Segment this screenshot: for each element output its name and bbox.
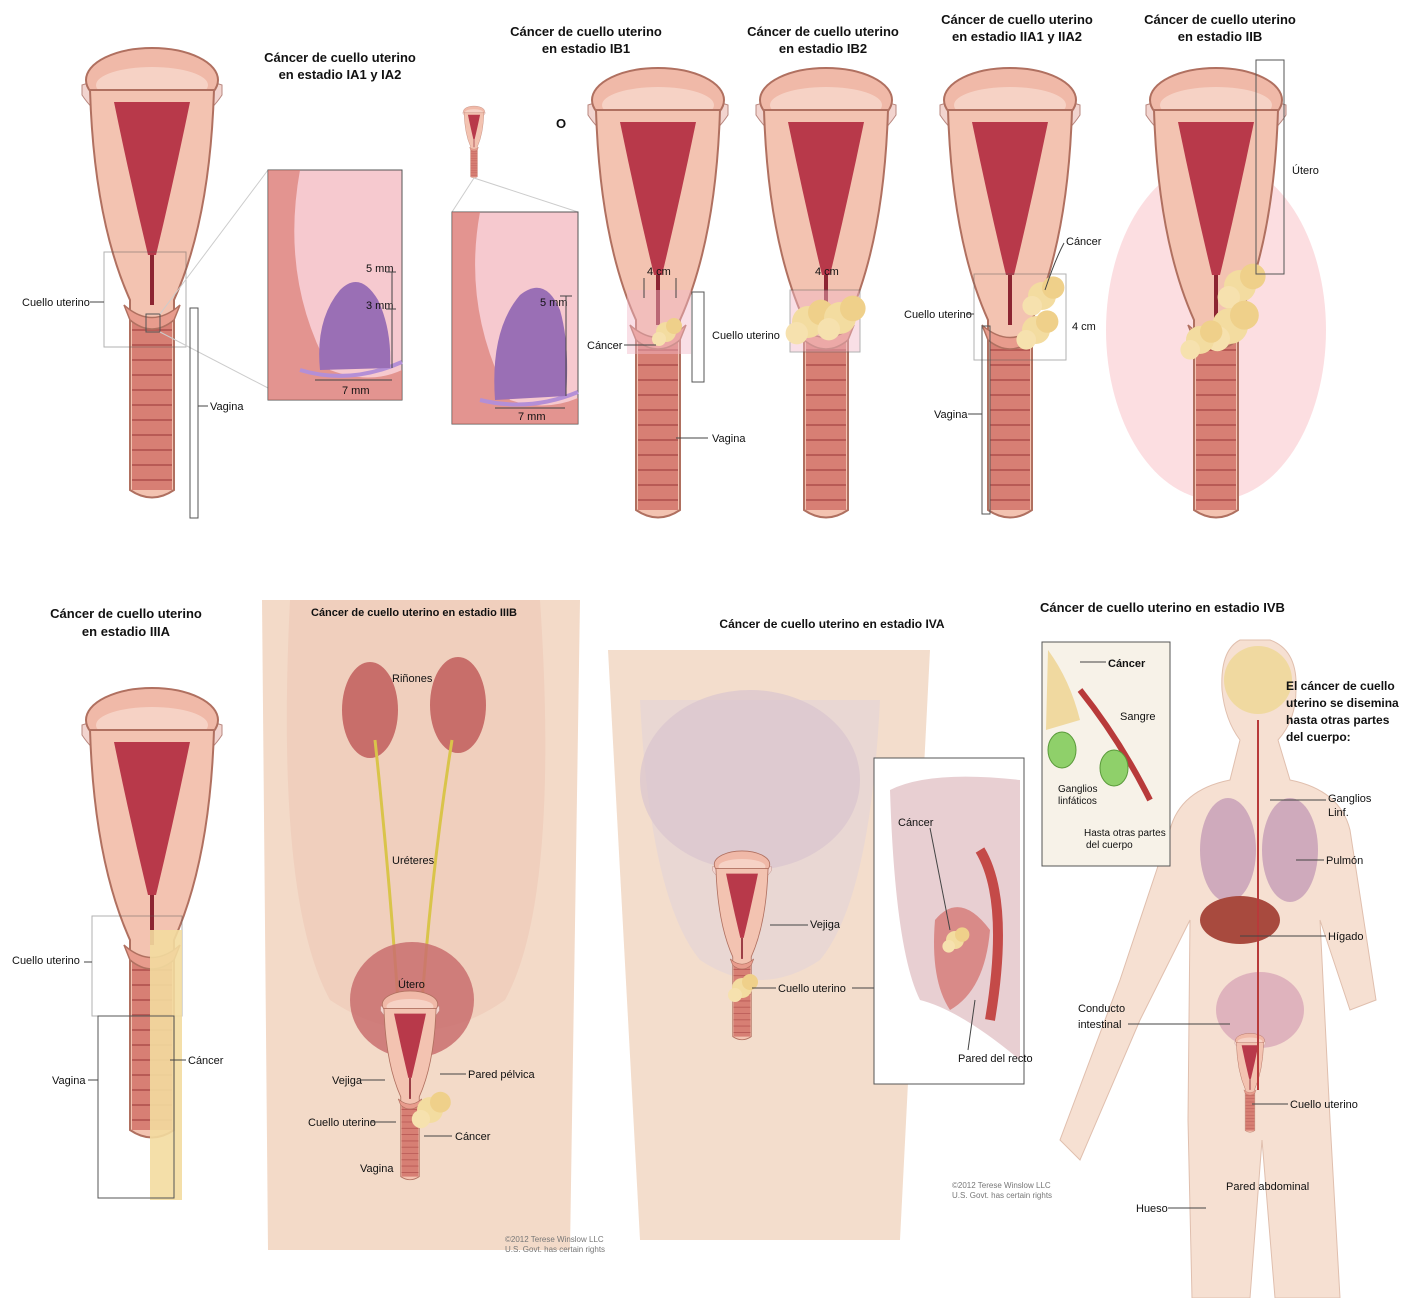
iiib-cervix-label: Cuello uterino: [308, 1117, 376, 1129]
dim-7mm: 7 mm: [342, 385, 370, 397]
title-iib-line1: Cáncer de cuello uterino: [1144, 12, 1296, 27]
ib1-cervix-label: Cuello uterino: [712, 330, 780, 342]
title-iia-line2: en estadio IIA1 y IIA2: [952, 29, 1082, 44]
small-uterus-icon: [463, 106, 485, 178]
title-iiia-line2: en estadio IIIA: [82, 624, 171, 639]
iiia-vagina-label: Vagina: [52, 1075, 86, 1087]
ivb-spread-line1: El cáncer de cuello: [1286, 679, 1395, 693]
ivb-to-other-line2: del cuerpo: [1086, 840, 1133, 851]
ivb-to-other-line1: Hasta otras partes: [1084, 828, 1166, 839]
iiib-pelvic-wall-label: Pared pélvica: [468, 1069, 536, 1081]
panel-stage-iia: Cáncer de cuello uterino en estadio IIA1…: [904, 12, 1102, 518]
ivb-ganglios-line2: Linf.: [1328, 807, 1349, 819]
iiia-cervix-label: Cuello uterino: [12, 955, 80, 967]
ivb-spread-line2: uterino se disemina: [1286, 696, 1399, 710]
right-kidney-shape: [430, 657, 486, 753]
iia-cervix-label: Cuello uterino: [904, 309, 972, 321]
ivb-spread-line4: del cuerpo:: [1286, 730, 1351, 744]
dim-3mm: 3 mm: [366, 300, 394, 312]
panel-stage-iiia: Cáncer de cuello uterino en estadio IIIA…: [12, 606, 224, 1200]
title-iib-line2: en estadio IIB: [1178, 29, 1263, 44]
panel-stage-ia2-inset: 5 mm 7 mm O: [452, 106, 578, 424]
iiib-copyright-1: ©2012 Terese Winslow LLC: [505, 1235, 604, 1244]
title-ib2-line2: en estadio IB2: [779, 41, 867, 56]
panel-stage-ivb: Cáncer de cuello uterino en estadio IVB …: [1040, 600, 1399, 1298]
panel-stage-iva: Cáncer de cuello uterino en estadio IVA …: [608, 617, 1052, 1240]
iia-size-label: 4 cm: [1072, 321, 1096, 333]
iia-cancer-label: Cáncer: [1066, 236, 1102, 248]
ivb-intestine-line1: Conducto: [1078, 1003, 1125, 1015]
ib2-size-label: 4 cm: [815, 266, 839, 278]
ivb-spread-line3: hasta otras partes: [1286, 713, 1390, 727]
panel-stage-ia: Cuello uterino Vagina Cáncer de cuello u…: [22, 48, 416, 518]
dim2-5mm: 5 mm: [540, 297, 568, 309]
iiib-uterus-label: Útero: [398, 978, 425, 991]
iva-copyright-1: ©2012 Terese Winslow LLC: [952, 1181, 1051, 1190]
zoom-inset-ia1: 5 mm 3 mm 7 mm: [268, 170, 402, 400]
ivb-liver-label: Hígado: [1328, 931, 1363, 943]
iva-bladder-label: Vejiga: [810, 919, 841, 931]
iva-copyright-2: U.S. Govt. has certain rights: [952, 1191, 1052, 1200]
ivb-lymph-line1: Ganglios: [1058, 784, 1097, 795]
cervix-label: Cuello uterino: [22, 297, 90, 309]
iiib-kidneys-label: Riñones: [392, 673, 433, 685]
ivb-bone-label: Hueso: [1136, 1203, 1168, 1215]
iia-vagina-label: Vagina: [934, 409, 968, 421]
ivb-blood-label: Sangre: [1120, 711, 1155, 723]
title-ivb: Cáncer de cuello uterino en estadio IVB: [1040, 600, 1285, 615]
uterus-illustration-ia: [82, 48, 222, 498]
iiia-cancer-label: Cáncer: [188, 1055, 224, 1067]
iva-cervix-label: Cuello uterino: [778, 983, 846, 995]
title-ib1-line1: Cáncer de cuello uterino: [510, 24, 662, 39]
iva-rectum-wall-label: Pared del recto: [958, 1053, 1033, 1065]
dim-5mm: 5 mm: [366, 263, 394, 275]
brain-shape: [1224, 646, 1292, 714]
iiib-bladder-label: Vejiga: [332, 1075, 363, 1087]
iib-uterus-label: Útero: [1292, 164, 1319, 177]
left-kidney-shape: [342, 662, 398, 758]
ib1-cancer-label: Cáncer: [587, 340, 623, 352]
ivb-abdominal-wall-label: Pared abdominal: [1226, 1181, 1309, 1193]
iiib-copyright-2: U.S. Govt. has certain rights: [505, 1245, 605, 1254]
iiib-ureters-label: Uréteres: [392, 855, 435, 867]
iva-cancer-label: Cáncer: [898, 817, 934, 829]
title-iia-line1: Cáncer de cuello uterino: [941, 12, 1093, 27]
ib1-vagina-label: Vagina: [712, 433, 746, 445]
dim2-7mm: 7 mm: [518, 411, 546, 423]
ivb-lymph-line2: linfáticos: [1058, 796, 1097, 807]
ivb-ganglios-line1: Ganglios: [1328, 793, 1372, 805]
title-ib2-line1: Cáncer de cuello uterino: [747, 24, 899, 39]
title-iiib: Cáncer de cuello uterino en estadio IIIB: [311, 607, 517, 619]
panel-stage-iib: Cáncer de cuello uterino en estadio IIB …: [1106, 12, 1326, 518]
title-ib1-line2: en estadio IB1: [542, 41, 630, 56]
vagina-label: Vagina: [210, 401, 244, 413]
ib1-size-label: 4 cm: [647, 266, 671, 278]
ivb-lung-label: Pulmón: [1326, 855, 1363, 867]
title-iiia-line1: Cáncer de cuello uterino: [50, 606, 202, 621]
title-iva: Cáncer de cuello uterino en estadio IVA: [719, 617, 944, 631]
panel-stage-ib2: Cáncer de cuello uterino en estadio IB2 …: [747, 24, 899, 518]
iiib-cancer-label: Cáncer: [455, 1131, 491, 1143]
ivb-intestine-line2: intestinal: [1078, 1019, 1121, 1031]
ivb-cervix-label: Cuello uterino: [1290, 1099, 1358, 1111]
iiib-vagina-label: Vagina: [360, 1163, 394, 1175]
title-ia-line2: en estadio IA1 y IA2: [279, 67, 402, 82]
ivb-inset-cancer-label: Cáncer: [1108, 658, 1146, 670]
panel-stage-iiib: Cáncer de cuello uterino en estadio IIIB…: [262, 600, 605, 1254]
title-ia-line1: Cáncer de cuello uterino: [264, 50, 416, 65]
or-label: O: [556, 116, 566, 131]
